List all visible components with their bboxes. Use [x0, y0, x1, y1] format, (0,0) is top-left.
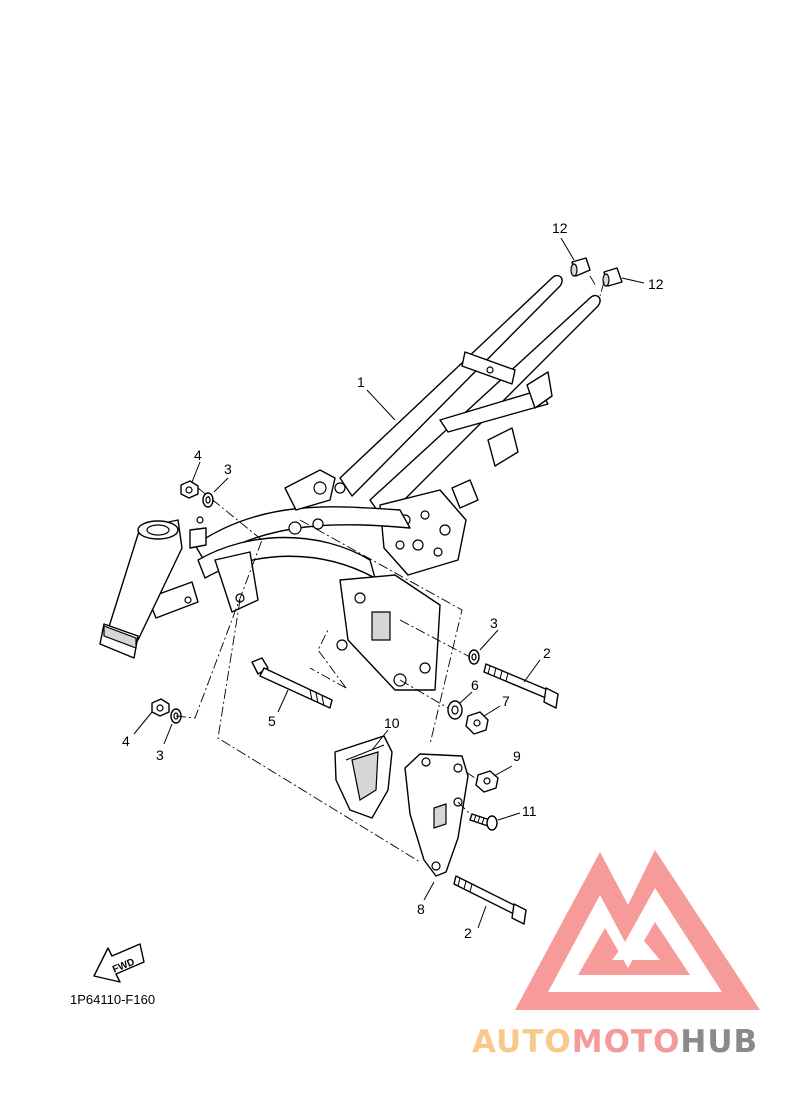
- callout-11: 11: [522, 803, 537, 819]
- watermark-moto: MOTO: [572, 1024, 681, 1060]
- watermark-hub: HUB: [680, 1024, 758, 1060]
- collar-6: [447, 700, 463, 720]
- end-cap-12a: [570, 257, 591, 277]
- callout-4-lower: 4: [122, 733, 130, 749]
- main-frame: [99, 274, 601, 691]
- callout-3-upper: 3: [224, 461, 232, 477]
- bracket-10: [334, 735, 393, 819]
- callout-3-right: 3: [490, 615, 498, 631]
- callout-1: 1: [357, 374, 365, 390]
- fwd-arrow-icon: FWD: [93, 943, 145, 983]
- bolt-9: [475, 770, 499, 793]
- washer-3-right: [468, 649, 480, 665]
- callout-12-top: 12: [552, 220, 568, 236]
- nut-4-upper: [180, 480, 199, 499]
- nut-4-lower: [151, 698, 170, 717]
- callout-labels: 1 2 2 3 3 3 4 4 5 6 7 8 9 10 11 12 12: [122, 220, 664, 941]
- callout-2-upper: 2: [543, 645, 551, 661]
- callout-6: 6: [471, 677, 479, 693]
- watermark-logo-mark: [515, 850, 760, 1010]
- screw-11: [469, 813, 498, 831]
- callout-3-lower: 3: [156, 747, 164, 763]
- bolt-2-upper: [483, 663, 559, 709]
- alignment-lines: [175, 275, 605, 863]
- callout-9: 9: [513, 748, 521, 764]
- leader-lines: [133, 237, 645, 929]
- callout-5: 5: [268, 713, 276, 729]
- diagram-code: 1P64110-F160: [70, 992, 155, 1007]
- callout-8: 8: [417, 901, 425, 917]
- bolt-5: [251, 657, 333, 709]
- end-cap-12b: [602, 267, 623, 287]
- washer-3-upper: [202, 492, 214, 508]
- callout-4-upper: 4: [194, 447, 202, 463]
- callout-2-lower: 2: [464, 925, 472, 941]
- watermark-auto: AUTO: [472, 1024, 572, 1060]
- watermark-text: AUTOMOTOHUB: [472, 1024, 758, 1060]
- callout-12-right: 12: [648, 276, 664, 292]
- plate-8: [404, 753, 469, 877]
- callout-10: 10: [384, 715, 400, 731]
- callout-7: 7: [502, 693, 510, 709]
- nut-7: [465, 711, 489, 735]
- bolt-2-lower: [453, 875, 527, 925]
